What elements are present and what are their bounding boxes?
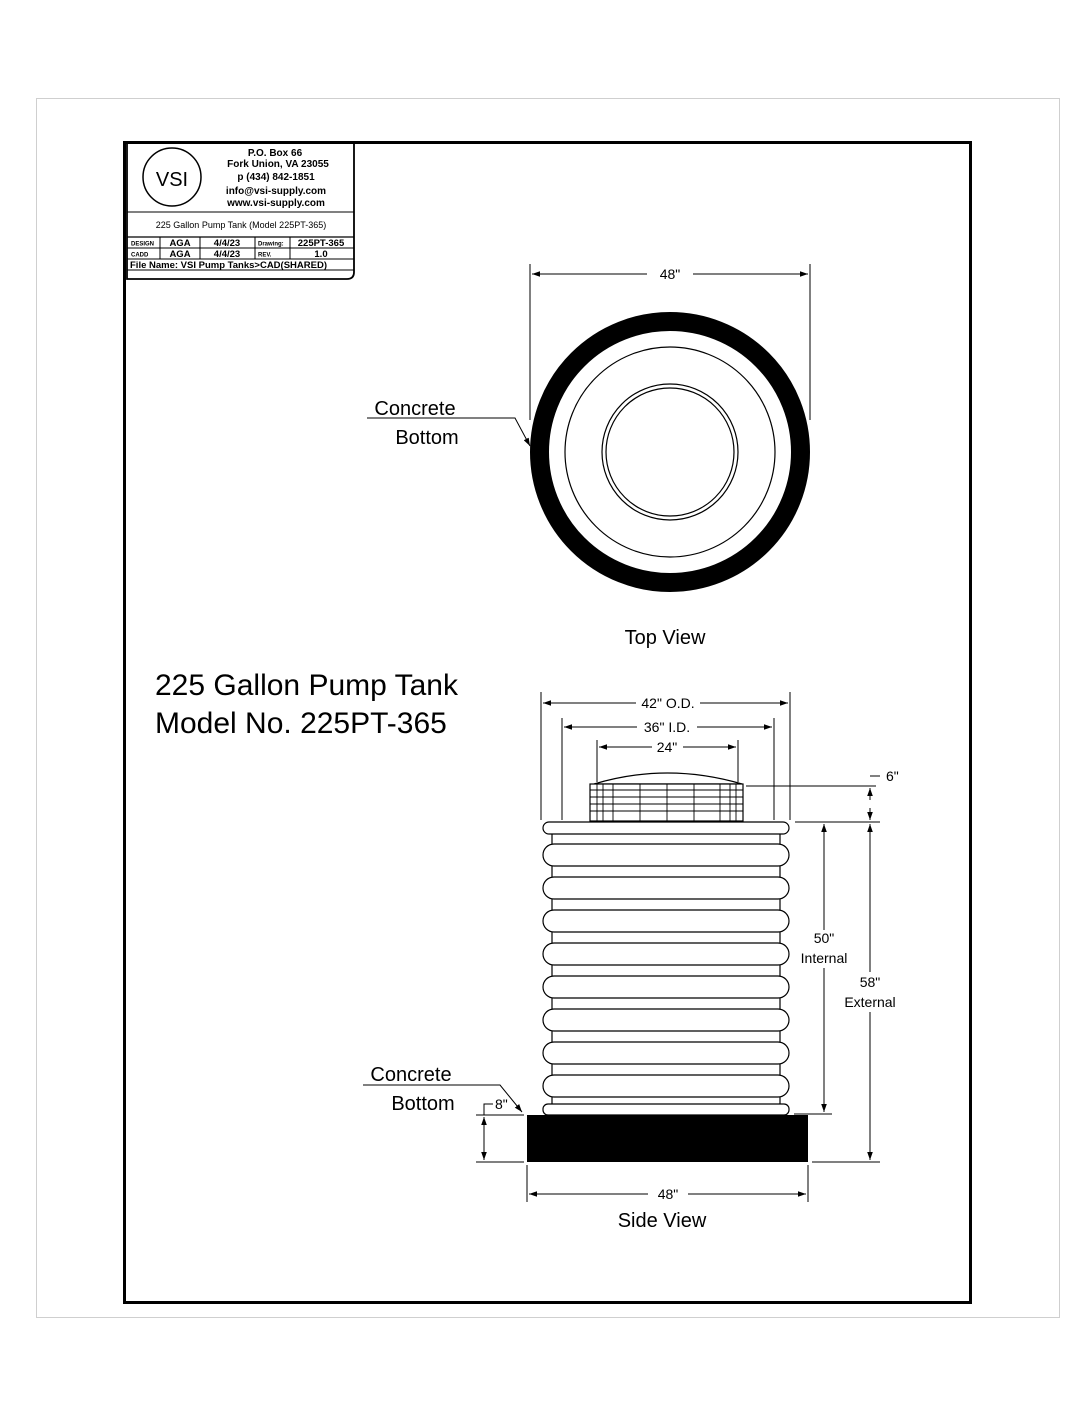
row-design-value: 225PT-365	[298, 238, 345, 249]
row-design-date: 4/4/23	[214, 238, 240, 249]
side-view-callout-leader	[363, 1084, 523, 1113]
address-phone: p (434) 842-1851	[237, 172, 315, 183]
row-cadd-value: 1.0	[314, 249, 327, 260]
row-cadd-initials: AGA	[169, 249, 190, 260]
side-view-callout-line-1: Concrete	[370, 1064, 451, 1086]
row-design-label: DESIGN	[131, 242, 154, 248]
tank-title-line-1: 225 Gallon Pump Tank	[155, 669, 459, 702]
tank-title-line-2: Model No. 225PT-365	[155, 707, 447, 740]
side-view-caption: Side View	[618, 1210, 707, 1232]
top-view-width-dimension: 48"	[660, 266, 681, 282]
top-view-callout-line-2: Bottom	[395, 427, 458, 449]
top-view-caption: Top View	[625, 627, 706, 649]
concrete-base	[527, 1115, 808, 1162]
lid-dome	[593, 772, 743, 785]
vsi-logo-text: VSI	[156, 169, 188, 191]
dimension-base-width: 48"	[658, 1186, 679, 1202]
top-view: 48" Concrete Bottom Top View	[367, 264, 811, 649]
vsi-logo-circle	[142, 147, 202, 207]
side-view: 42" O.D. 36" I.D. 24"	[363, 692, 899, 1232]
top-view-callout-leader	[367, 417, 531, 447]
top-view-callout-line-1: Concrete	[374, 398, 455, 420]
dimension-internal-value: 50"	[814, 930, 835, 946]
page-frame	[36, 98, 1060, 1318]
file-name: File Name: VSI Pump Tanks>CAD(SHARED)	[130, 260, 327, 271]
dimension-base-thickness: 8"	[495, 1096, 508, 1112]
dimension-lid-width: 24"	[657, 739, 678, 755]
top-view-lid-outer	[601, 383, 739, 521]
title-block: VSI P.O. Box 66 Fork Union, VA 23055 p (…	[126, 142, 355, 280]
row-design-initials: AGA	[169, 238, 190, 249]
dimension-external-value: 58"	[860, 974, 881, 990]
corrugated-tank-body	[542, 821, 790, 1116]
riser-ribs	[590, 784, 743, 821]
drawing-title: 225 Gallon Pump Tank (Model 225PT-365)	[156, 220, 326, 230]
side-view-callout-line-2: Bottom	[391, 1093, 454, 1115]
address-line-1: P.O. Box 66	[248, 148, 303, 159]
address-email: info@vsi-supply.com	[226, 186, 326, 197]
dimension-outer-diameter: 42" O.D.	[641, 695, 694, 711]
address-website: www.vsi-supply.com	[226, 198, 325, 209]
address-line-2: Fork Union, VA 23055	[227, 159, 329, 170]
dimension-internal-label: Internal	[801, 950, 848, 966]
row-design-field: Drawing:	[258, 242, 284, 248]
dimension-external-label: External	[844, 994, 895, 1010]
top-view-lid-inner	[605, 387, 735, 517]
drawing-sheet-border	[123, 141, 972, 1304]
row-cadd-date: 4/4/23	[214, 249, 240, 260]
dimension-riser-height: 6"	[886, 768, 899, 784]
dimension-inner-diameter: 36" I.D.	[644, 719, 690, 735]
row-cadd-field: REV.	[258, 253, 272, 259]
top-view-concrete-ring	[530, 312, 810, 592]
row-cadd-label: CADD	[131, 253, 149, 259]
top-view-tank-rim	[564, 346, 776, 558]
